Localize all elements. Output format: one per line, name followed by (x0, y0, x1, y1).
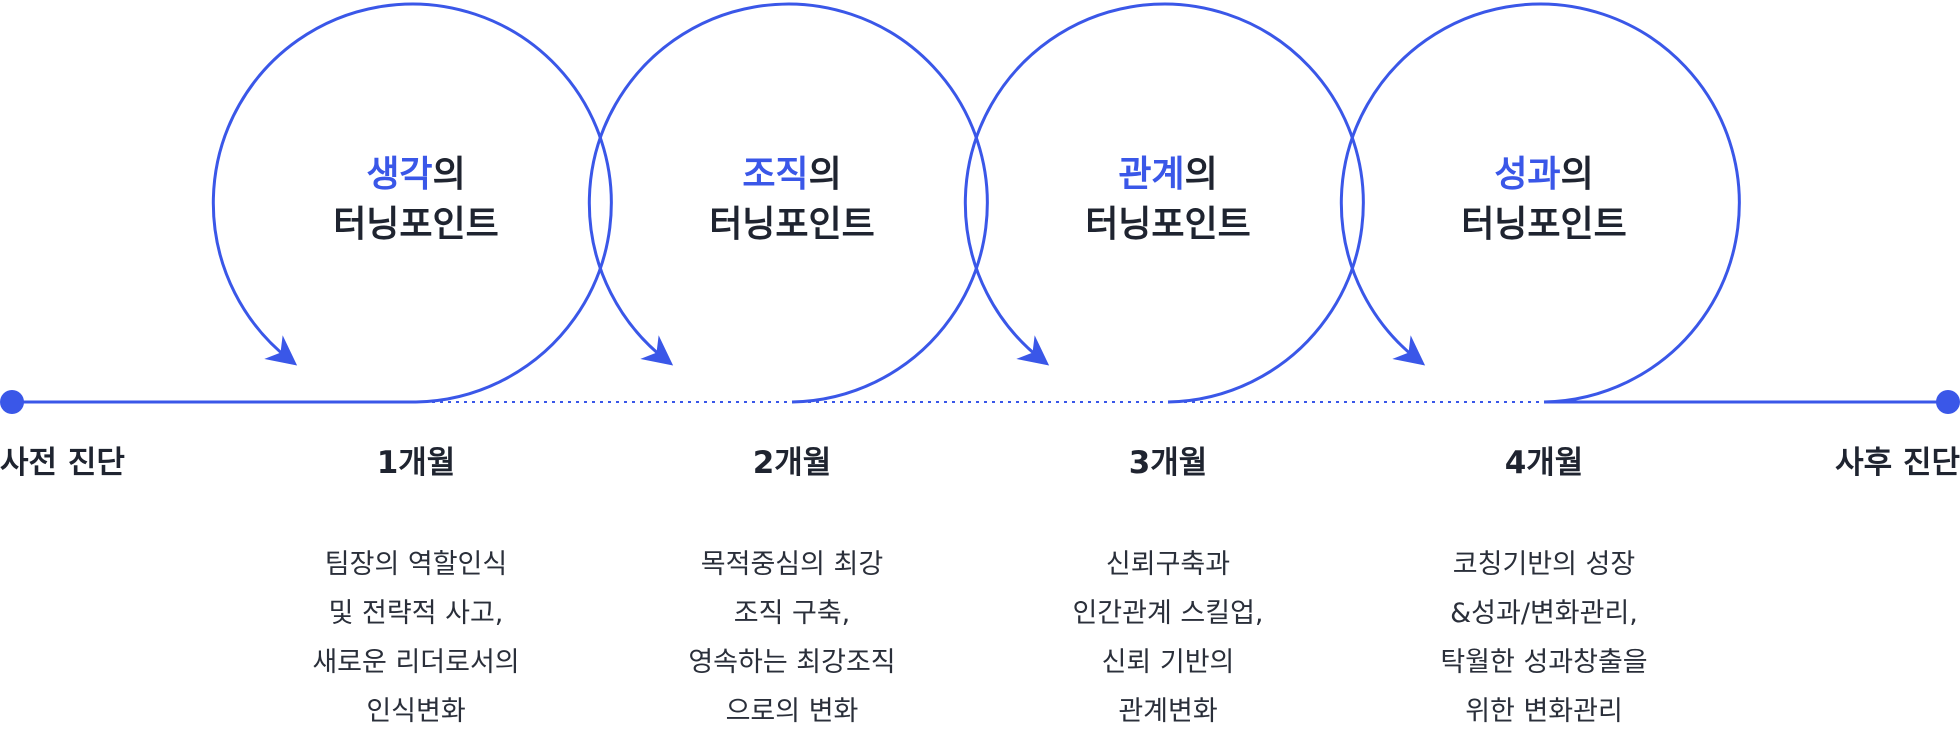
start-label: 사전 진단 (0, 445, 125, 481)
loop-arrow-4 (1339, 2, 1741, 404)
stage-1-desc-line: 새로운 리더로서의 (312, 647, 520, 678)
loop-arrow-3 (963, 2, 1365, 404)
stage-4-suffix: 의 (1560, 154, 1594, 195)
end-label: 사후 진단 (1835, 445, 1960, 481)
stage-4-description: 코칭기반의 성장 &성과/변화관리, 탁월한 성과창출을 위한 변화관리 (1394, 540, 1694, 736)
stage-1-title: 생각의 터닝포인트 (266, 150, 566, 250)
stage-3-desc-line: 신뢰구축과 (1105, 549, 1231, 580)
stage-4-highlight: 성과 (1494, 154, 1561, 195)
stage-3-highlight: 관계 (1118, 154, 1185, 195)
stage-4-title: 성과의 터닝포인트 (1394, 150, 1694, 250)
stage-1-subtitle: 터닝포인트 (333, 204, 499, 245)
stage-3-month: 3개월 (1128, 445, 1208, 481)
stage-3-desc-line: 신뢰 기반의 (1101, 647, 1235, 678)
stage-2-subtitle: 터닝포인트 (709, 204, 875, 245)
stage-2-month: 2개월 (752, 445, 832, 481)
stage-4-desc-line: &성과/변화관리, (1450, 598, 1638, 629)
stage-1-desc-line: 인식변화 (366, 696, 466, 727)
stage-3-suffix: 의 (1184, 154, 1218, 195)
stage-1-desc-line: 팀장의 역할인식 (324, 549, 508, 580)
loop-arrow-2 (587, 2, 989, 404)
stage-1-desc-line: 및 전략적 사고, (328, 598, 504, 629)
stage-1-month: 1개월 (376, 445, 456, 481)
stage-2-highlight: 조직 (742, 154, 809, 195)
timeline-start-dot (0, 390, 24, 414)
stage-4-desc-line: 탁월한 성과창출을 (1440, 647, 1648, 678)
stage-4-desc-line: 위한 변화관리 (1465, 696, 1623, 727)
stage-3-subtitle: 터닝포인트 (1085, 204, 1251, 245)
loop-arrow-1 (211, 2, 613, 404)
stage-2-desc-line: 으로의 변화 (725, 696, 859, 727)
stage-4-desc-line: 코칭기반의 성장 (1452, 549, 1636, 580)
stage-2-title: 조직의 터닝포인트 (642, 150, 942, 250)
stage-4-subtitle: 터닝포인트 (1461, 204, 1627, 245)
stage-1-description: 팀장의 역할인식 및 전략적 사고, 새로운 리더로서의 인식변화 (266, 540, 566, 736)
stage-3-title: 관계의 터닝포인트 (1018, 150, 1318, 250)
stage-1-highlight: 생각 (366, 154, 433, 195)
stage-2-desc-line: 목적중심의 최강 (700, 549, 884, 580)
stage-3-description: 신뢰구축과 인간관계 스킬업, 신뢰 기반의 관계변화 (1018, 540, 1318, 736)
stage-2-description: 목적중심의 최강 조직 구축, 영속하는 최강조직 으로의 변화 (642, 540, 942, 736)
stage-3-desc-line: 인간관계 스킬업, (1072, 598, 1264, 629)
stage-2-desc-line: 조직 구축, (733, 598, 851, 629)
stage-1-suffix: 의 (432, 154, 466, 195)
stage-4-month: 4개월 (1504, 445, 1584, 481)
stage-2-desc-line: 영속하는 최강조직 (688, 647, 896, 678)
stage-3-desc-line: 관계변화 (1118, 696, 1218, 727)
timeline-end-dot (1936, 390, 1960, 414)
stage-2-suffix: 의 (808, 154, 842, 195)
